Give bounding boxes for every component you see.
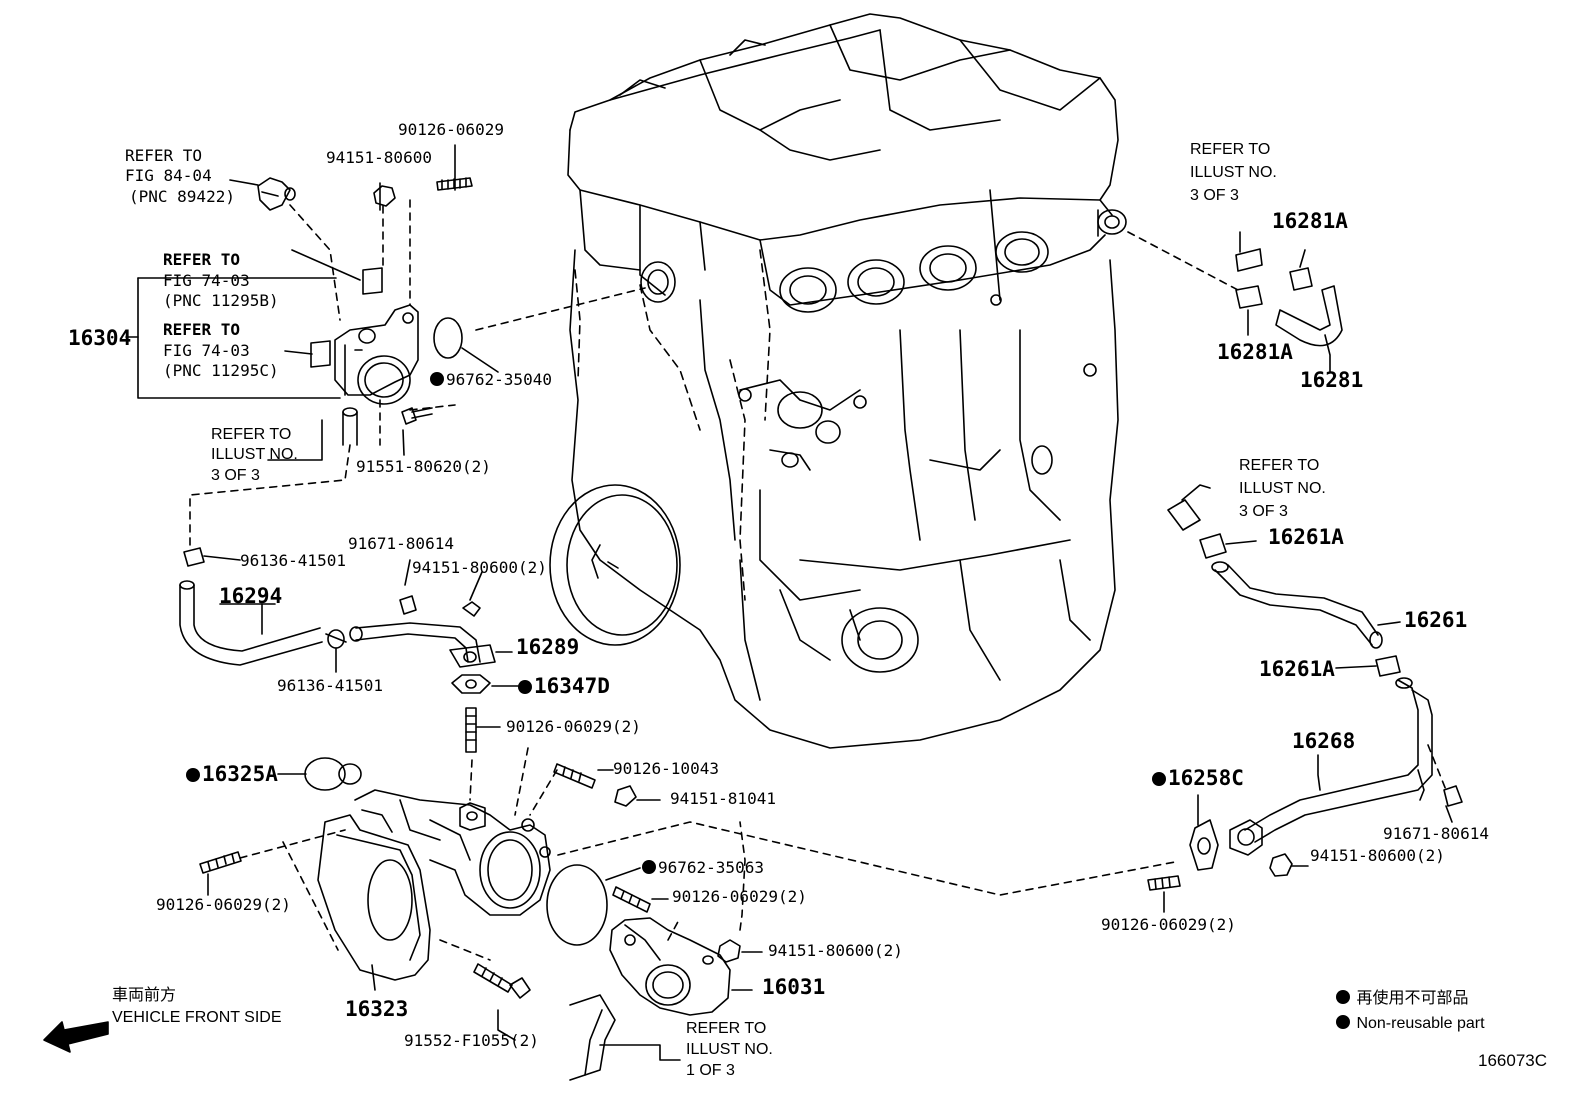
ref-illust-3-topright-line2: ILLUST NO. xyxy=(1190,164,1277,181)
ref-fig-84-04-line2: FIG 84-04 xyxy=(125,166,212,185)
ref-illust-3-midright-line3: 3 OF 3 xyxy=(1239,503,1288,520)
part-94151-80600-b: 94151-80600(2) xyxy=(412,558,547,577)
ref-illust-3-midright-line2: ILLUST NO. xyxy=(1239,480,1326,497)
ref-fig-74-03-c-line2: FIG 74-03 xyxy=(163,341,250,360)
part-16289: 16289 xyxy=(516,635,580,659)
non-reusable-mark xyxy=(430,372,444,386)
part-91551-80620: 91551-80620(2) xyxy=(356,457,491,476)
part-91552-F1055: 91552-F1055(2) xyxy=(404,1031,539,1050)
part-96136-41501-b: 96136-41501 xyxy=(277,676,383,695)
ref-fig-74-03-c-line3: (PNC 11295C) xyxy=(163,361,279,380)
ref-illust-3-topright-line1: REFER TO xyxy=(1190,141,1271,158)
non-reusable-mark xyxy=(518,680,532,694)
heater-hoses-right xyxy=(1127,231,1463,913)
ref-fig-84-04-line1: REFER TO xyxy=(125,146,203,165)
part-94151-80600-top: 94151-80600 xyxy=(326,148,432,167)
part-16304: 16304 xyxy=(68,326,132,350)
part-90126-06029-left: 90126-06029(2) xyxy=(156,895,291,914)
part-91671-80614-b: 91671-80614 xyxy=(1383,824,1489,843)
ref-illust-1-line1: REFER TO xyxy=(686,1020,767,1037)
part-96762-35063: 96762-35063 xyxy=(642,860,764,876)
part-16281A-a: 16281A xyxy=(1272,209,1348,233)
ref-illust-1-line2: ILLUST NO. xyxy=(686,1041,773,1058)
ref-fig-74-03-b-line1: REFER TO xyxy=(163,250,241,269)
part-90126-10043: 90126-10043 xyxy=(613,759,719,778)
ref-illust-3-left-line3: 3 OF 3 xyxy=(211,467,260,484)
part-91671-80614-a: 91671-80614 xyxy=(348,534,454,553)
non-reusable-mark xyxy=(1336,1015,1350,1029)
front-side-en: VEHICLE FRONT SIDE xyxy=(112,1009,282,1026)
non-reusable-mark xyxy=(1336,990,1350,1004)
ref-illust-3-left-line2: ILLUST NO. xyxy=(211,446,298,463)
part-16347D: 16347D xyxy=(518,676,610,697)
part-16281: 16281 xyxy=(1300,368,1364,392)
part-94151-81041: 94151-81041 xyxy=(670,789,776,808)
part-96136-41501-a: 96136-41501 xyxy=(240,551,346,570)
part-16281A-b: 16281A xyxy=(1217,340,1293,364)
water-inlet-housing-16304 xyxy=(125,144,646,551)
part-90126-06029-top: 90126-06029 xyxy=(398,120,504,139)
legend-jp: 再使用不可部品 xyxy=(1336,990,1468,1007)
part-90126-06029-mid: 90126-06029(2) xyxy=(506,717,641,736)
part-16294: 16294 xyxy=(219,584,283,608)
ref-illust-1-line3: 1 OF 3 xyxy=(686,1062,735,1079)
engine-block-drawing xyxy=(549,13,1127,749)
part-16261A-a: 16261A xyxy=(1268,525,1344,549)
ref-fig-74-03-c-line1: REFER TO xyxy=(163,320,241,339)
non-reusable-mark xyxy=(1152,772,1166,786)
ref-illust-3-topright-line3: 3 OF 3 xyxy=(1190,187,1239,204)
vehicle-front-arrow xyxy=(43,1021,109,1053)
part-96762-35040: 96762-35040 xyxy=(430,372,552,388)
part-16268: 16268 xyxy=(1292,729,1356,753)
thermostat-housing-16031 xyxy=(569,821,763,1081)
part-16325A: 16325A xyxy=(186,764,278,785)
ref-illust-3-midright-line1: REFER TO xyxy=(1239,457,1320,474)
part-16261: 16261 xyxy=(1404,608,1468,632)
part-16261A-b: 16261A xyxy=(1259,657,1335,681)
part-90126-06029-right: 90126-06029(2) xyxy=(1101,915,1236,934)
legend-en: Non-reusable part xyxy=(1336,1015,1485,1032)
ref-fig-84-04-line3: (PNC 89422) xyxy=(129,187,235,206)
ref-fig-74-03-b-line3: (PNC 11295B) xyxy=(163,291,279,310)
part-16258C: 16258C xyxy=(1152,768,1244,789)
ref-fig-74-03-b-line2: FIG 74-03 xyxy=(163,271,250,290)
part-16323: 16323 xyxy=(345,997,409,1021)
front-side-jp: 車両前方 xyxy=(112,987,177,1004)
figure-code: 166073C xyxy=(1478,1051,1548,1070)
non-reusable-mark xyxy=(186,768,200,782)
part-94151-80600-d: 94151-80600(2) xyxy=(1310,846,1445,865)
bypass-hoses-left xyxy=(179,547,519,753)
part-16031: 16031 xyxy=(762,975,826,999)
part-94151-80600-c: 94151-80600(2) xyxy=(768,941,903,960)
part-90126-06029-c: 90126-06029(2) xyxy=(672,887,807,906)
water-pump-16323 xyxy=(199,747,1176,1041)
non-reusable-mark xyxy=(642,860,656,874)
ref-illust-3-left-line1: REFER TO xyxy=(211,426,292,443)
